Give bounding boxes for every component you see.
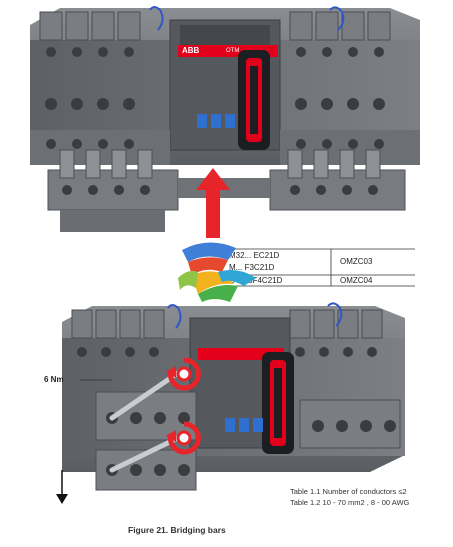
- table-row-1-model-a: M32... EC21D: [229, 251, 280, 260]
- top-switch-illustration: [30, 6, 420, 232]
- compatibility-table-lines: [225, 248, 415, 287]
- arrow-up-icon: [196, 168, 230, 238]
- product-label: OTM: [226, 48, 240, 54]
- rotate-clockwise-icon: [166, 421, 201, 455]
- table-row-2-code: OMZC04: [340, 276, 373, 285]
- bottom-switch-illustration: [62, 302, 405, 491]
- rotate-clockwise-icon: [166, 357, 201, 391]
- brand-logo: ABB: [182, 46, 200, 55]
- table-row-1-model-b: M... F3C21D: [229, 263, 275, 272]
- notes-block: Table 1.1 Number of conductors ≤2 Table …: [290, 486, 409, 508]
- table-row-1-code: OMZC03: [340, 257, 373, 266]
- note-conductors: Table 1.1 Number of conductors ≤2: [290, 487, 407, 496]
- figure-caption: Figure 21. Bridging bars: [128, 525, 226, 535]
- multicolor-ribbon-logo: [178, 242, 256, 302]
- note-cross-section: Table 1.2 10 - 70 mm2 , 8 - 00 AWG: [290, 498, 410, 507]
- torque-label: 6 Nm: [44, 375, 64, 384]
- arrow-down-icon: [56, 470, 68, 504]
